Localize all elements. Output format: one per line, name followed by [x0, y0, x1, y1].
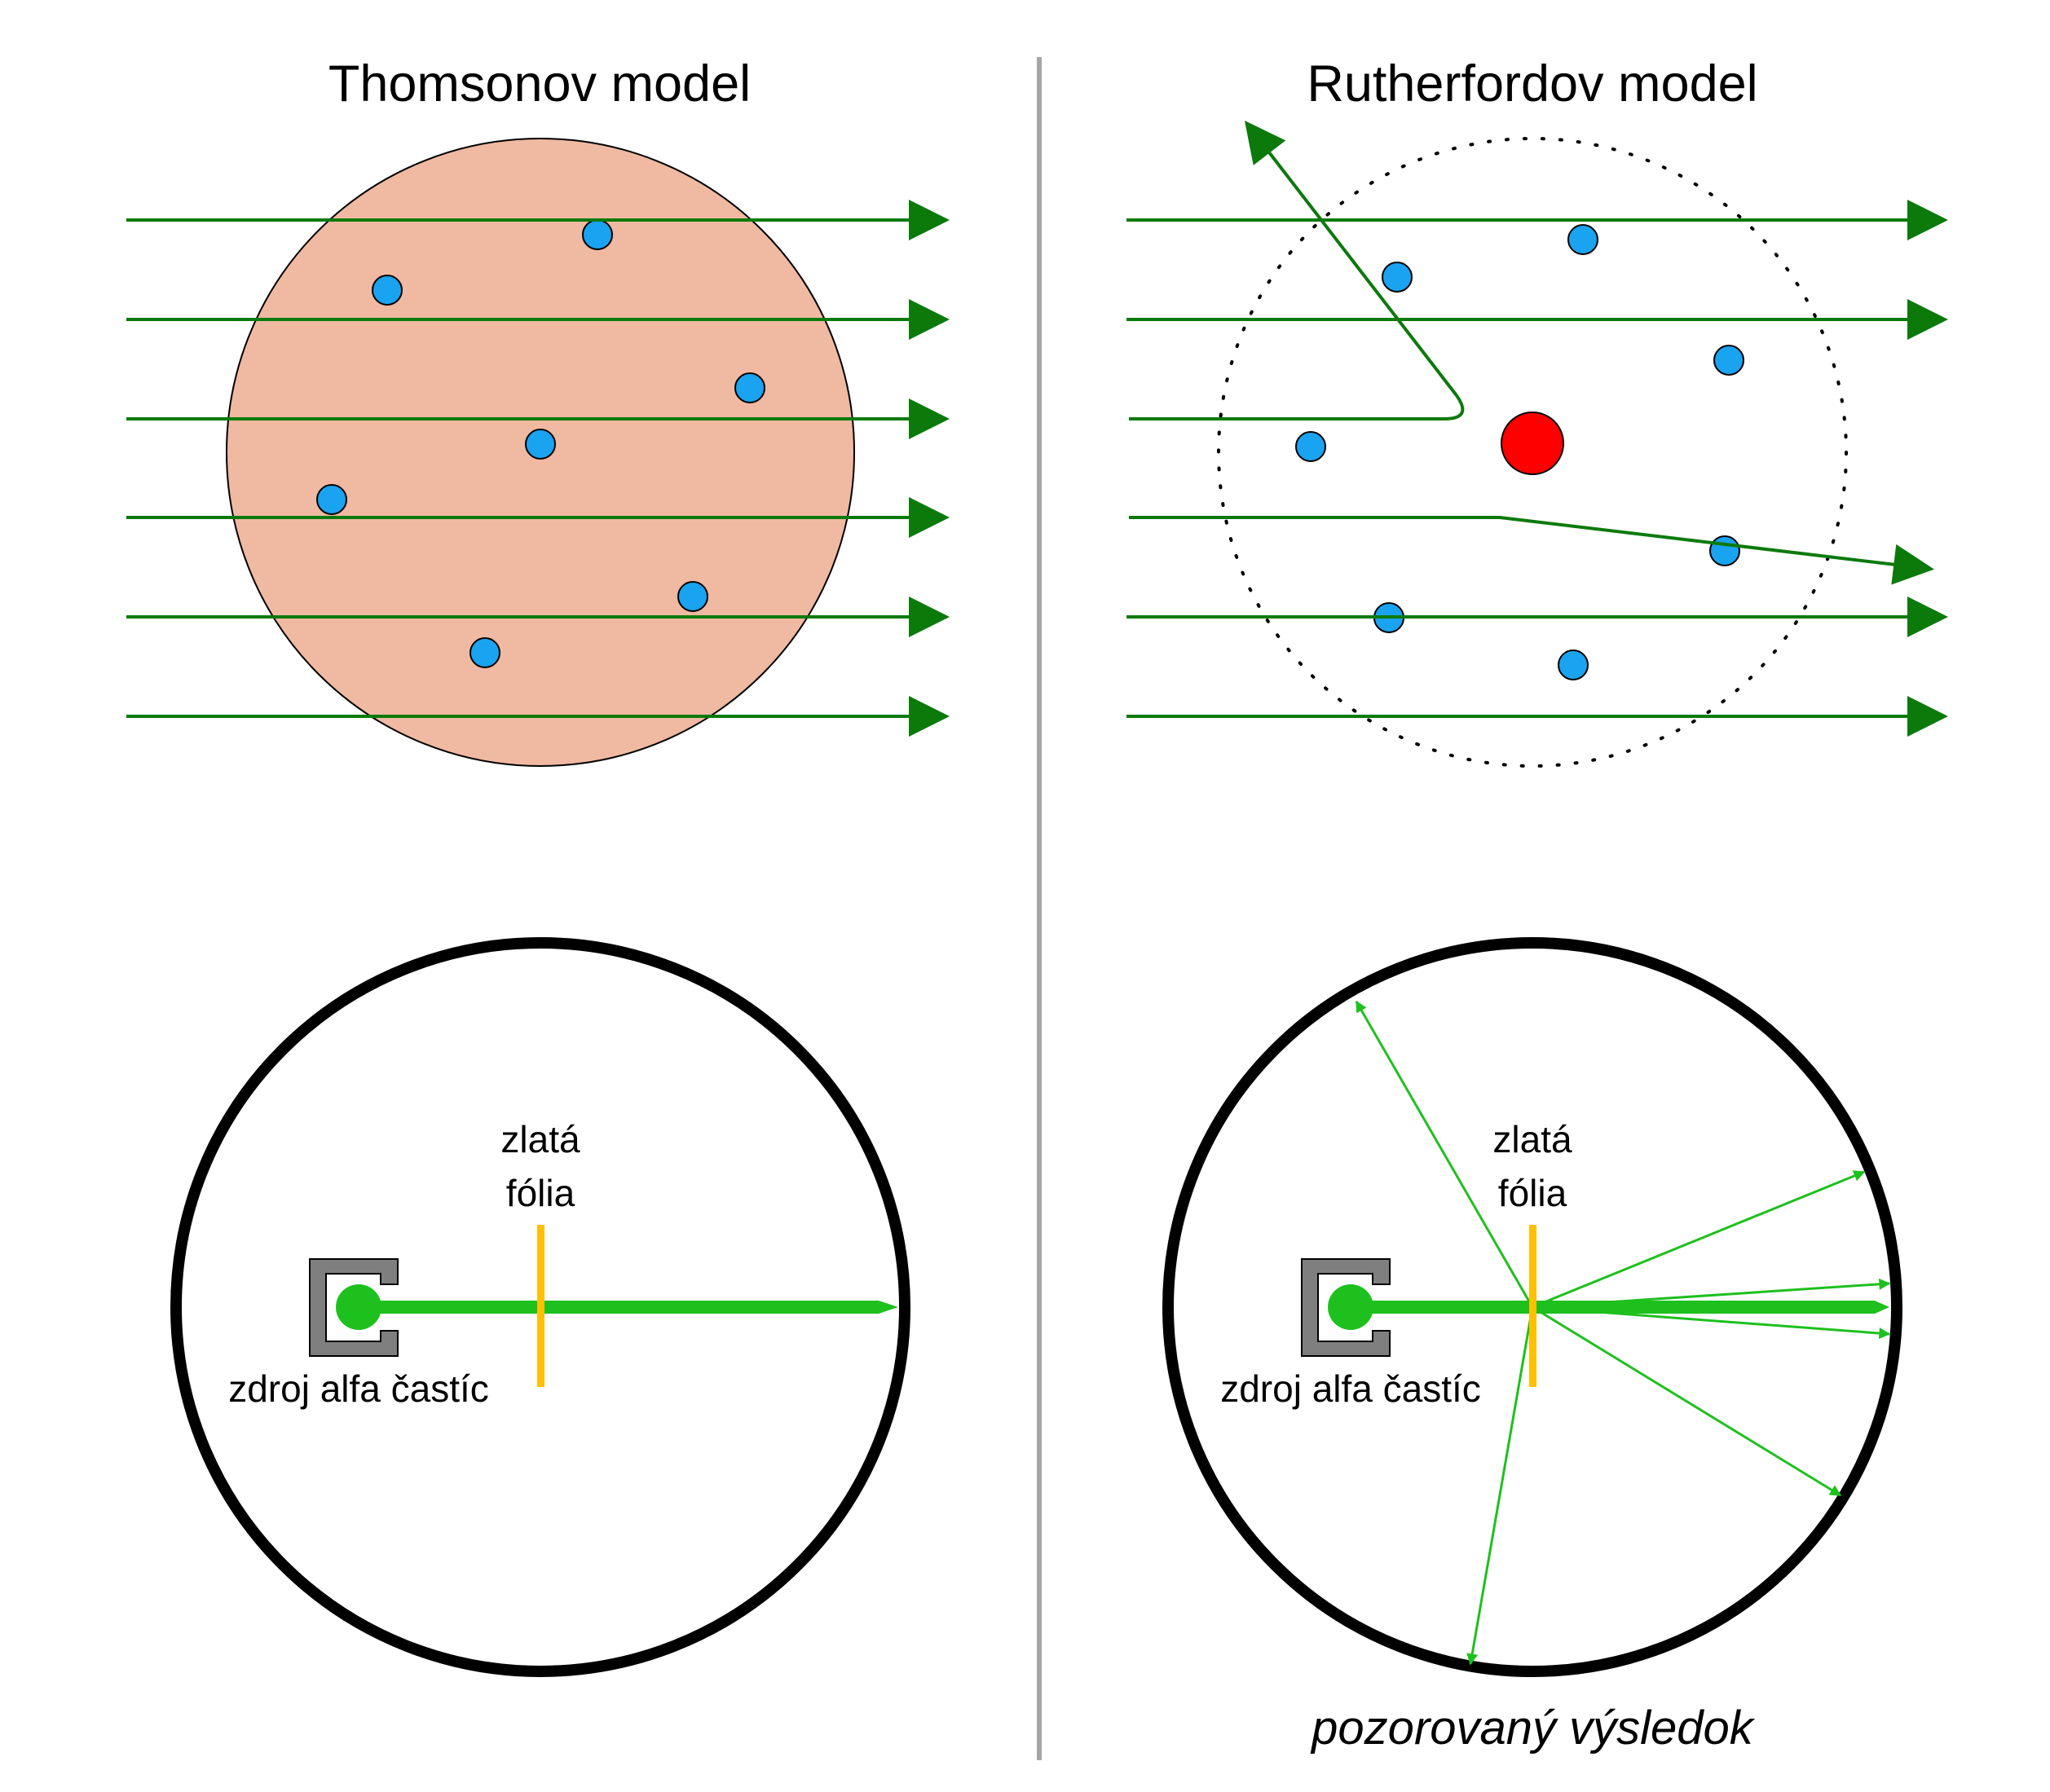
alpha-source-label: zdroj alfa častíc: [228, 1367, 489, 1410]
alpha-path-deflected-arrow: [1129, 516, 1934, 585]
gold-foil: [537, 1225, 544, 1387]
electron: [470, 637, 500, 668]
scattered-ray-arrow: [1466, 1306, 1534, 1666]
detector-screen-circle: [1162, 937, 1902, 1677]
thomson-atom: [126, 138, 950, 767]
electron: [582, 219, 613, 250]
electron: [1382, 262, 1413, 293]
alpha-source-label: zdroj alfa častíc: [1220, 1367, 1481, 1410]
scattered-ray-arrow: [1532, 1278, 1891, 1309]
rutherford-atom: [1126, 121, 1948, 768]
alpha-beam-arrow: [1532, 1301, 1889, 1314]
gold-foil-label-line2: fólia: [1498, 1172, 1567, 1214]
electron: [372, 275, 403, 306]
electron: [316, 484, 347, 515]
observed-result-caption: pozorovaný výsledok: [1310, 1702, 1756, 1755]
gold-foil-label-line1: zlatá: [500, 1118, 580, 1160]
electron: [734, 372, 765, 403]
alpha-beam: [1351, 1301, 1532, 1314]
alpha-path-backscatter-arrow: [1129, 121, 1465, 420]
title-thomson-model: Thomsonov model: [328, 55, 751, 112]
alpha-source-housing: [1301, 1258, 1391, 1357]
nucleus: [1501, 412, 1564, 475]
electron: [677, 581, 708, 612]
rutherford-alpha-paths: [1126, 121, 1948, 737]
electron: [1567, 224, 1598, 255]
atom-boundary-dotted: [1217, 137, 1848, 768]
scattered-alpha-rays: [1355, 1000, 1891, 1666]
electron: [525, 429, 556, 460]
scattered-ray-arrow: [1532, 1305, 1842, 1497]
thomson-expected-experiment: zlatá fólia zdroj alfa častíc: [170, 937, 910, 1677]
alpha-beam: [359, 1301, 542, 1314]
thomson-electrons: [316, 219, 765, 668]
alpha-source-housing: [309, 1258, 399, 1357]
electron: [1295, 431, 1326, 462]
electron: [1558, 649, 1589, 680]
thomson-alpha-paths: [126, 200, 950, 737]
detector-screen-circle: [170, 937, 910, 1677]
rutherford-observed-experiment: zlatá fólia zdroj alfa častíc pozorovaný…: [1162, 937, 1902, 1755]
electron: [1713, 345, 1744, 376]
electron: [1709, 535, 1740, 566]
alpha-beam-arrow: [542, 1301, 898, 1314]
scattered-ray-arrow: [1532, 1305, 1891, 1340]
gold-foil-label-line2: fólia: [506, 1172, 575, 1214]
gold-foil-label-line1: zlatá: [1492, 1118, 1572, 1160]
scattered-ray-arrow: [1532, 1170, 1866, 1309]
gold-foil: [1529, 1225, 1536, 1387]
scattered-ray-arrow: [1355, 1000, 1534, 1308]
title-rutherford-model: Rutherfordov model: [1307, 55, 1757, 112]
